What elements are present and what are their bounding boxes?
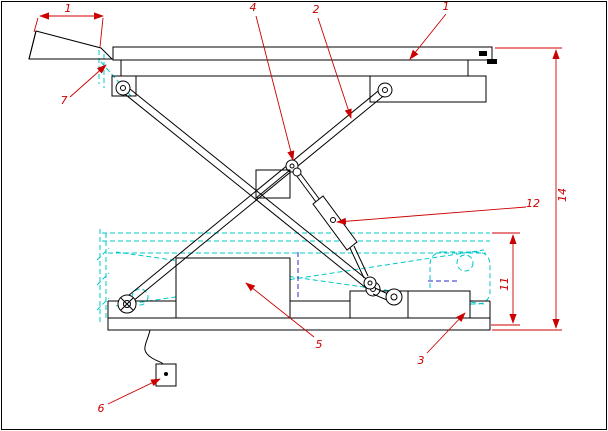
leader-part-6: 6 [98, 378, 161, 415]
phantom-lowered-position [96, 50, 491, 322]
platform-skirt [120, 59, 469, 77]
hydraulic-cylinder [292, 167, 403, 306]
cylinder-fitting [330, 217, 336, 223]
pivot-top-left-pin [120, 85, 126, 91]
platform-deck [112, 46, 493, 61]
part-label-1: 1 [443, 0, 450, 13]
part-label-6: 6 [98, 402, 105, 415]
arm2-edge [126, 92, 388, 307]
pendant-button [164, 372, 168, 376]
scissor-arms [115, 80, 393, 314]
dim-label-lowered-height: 11 [498, 277, 511, 291]
motor-box [349, 290, 471, 319]
leader-part-3: 3 [418, 312, 466, 367]
platform-left-bracket [111, 75, 137, 97]
cylinder-bottom-pin [367, 280, 373, 286]
leader-part-4: 4 [250, 1, 295, 161]
base-plate [107, 317, 491, 331]
power-unit-box [175, 257, 291, 319]
leader-line [69, 64, 107, 98]
leader-line [336, 206, 527, 225]
dim-label-top-width: 1 [65, 2, 72, 15]
bolt-mark-1 [479, 51, 487, 56]
cylinder-rod-top [295, 174, 317, 203]
dim-label-overall-height: 14 [556, 188, 569, 202]
center-bracket-diagonal [255, 169, 291, 199]
cylinder-rod-bottom [349, 247, 365, 279]
platform-right-support [369, 75, 487, 103]
phantom-hatch-tick [96, 247, 110, 261]
leader-part-5: 5 [245, 282, 323, 351]
pivot-top-right [377, 82, 393, 98]
cylinder-top-clevis [292, 167, 302, 177]
leader-line [107, 378, 161, 405]
cylinder-rod-bottom [353, 245, 369, 277]
leader-line [255, 15, 295, 161]
ramp-wedge [28, 30, 114, 60]
leader-part-2: 2 [313, 3, 352, 119]
phantom-hatch-tick [96, 272, 110, 286]
pivot-center-pin [289, 163, 295, 169]
link-to-roller [374, 287, 389, 295]
bolt-mark-2 [487, 59, 497, 64]
phantom-roller-right [456, 254, 474, 272]
phantom-hatch-tick [96, 297, 110, 311]
leader-line [317, 17, 352, 119]
leader-part-1: 1 [409, 0, 450, 60]
leader-part-12: 12 [336, 197, 540, 225]
phantom-cylinder-outline [429, 251, 491, 305]
cylinder-bottom-clevis [363, 276, 377, 290]
loading-ramp [28, 30, 114, 60]
platform [111, 46, 497, 103]
arm1-edge [124, 84, 376, 287]
ext-line [33, 17, 39, 33]
part-label-12: 12 [526, 197, 540, 210]
control-pendant [144, 329, 177, 387]
part-label-5: 5 [316, 338, 323, 351]
leader-line [245, 282, 315, 338]
part-label-7: 7 [61, 94, 68, 107]
arm2-edge [122, 86, 384, 301]
cylinder-rod-top [299, 172, 321, 201]
cylinder-body [312, 195, 358, 251]
arm1-edge [120, 90, 372, 293]
part-label-4: 4 [250, 1, 257, 14]
leader-line [409, 13, 447, 60]
dimensions: 1 14 11 7 4 2 1 12 [33, 0, 569, 415]
pivot-top-right-pin [382, 87, 388, 93]
base-frame [107, 257, 491, 331]
pendant-cable [144, 329, 165, 367]
ramp-left-edge [28, 30, 37, 60]
roller-bottom-right-hub [390, 293, 398, 301]
leader-part-7: 7 [61, 64, 107, 107]
ext-line [99, 17, 104, 48]
roller-spoke [120, 297, 134, 311]
part-label-2: 2 [313, 3, 320, 16]
phantom-arm-b [115, 251, 485, 305]
roller-bottom-right [385, 288, 403, 306]
link-to-roller [372, 293, 388, 301]
roller-bottom-left-hub [123, 300, 131, 308]
hidden-lines [297, 252, 458, 300]
pivot-top-left [115, 80, 131, 96]
part-label-3: 3 [418, 354, 425, 367]
leader-line [426, 312, 466, 354]
center-bracket [255, 169, 291, 199]
